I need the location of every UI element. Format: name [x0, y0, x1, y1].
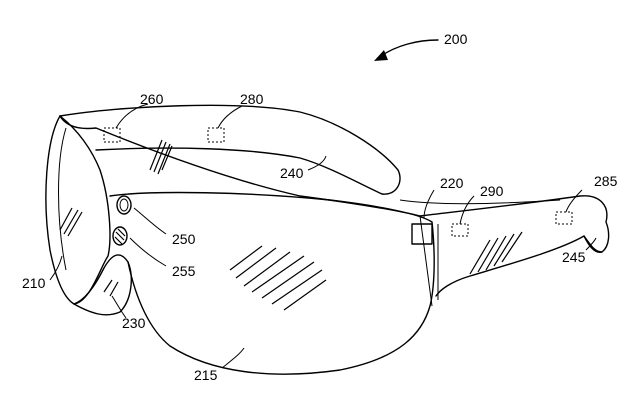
- label-240: 240: [280, 165, 304, 181]
- label-215: 215: [194, 367, 218, 383]
- sensor-290: [452, 224, 468, 236]
- label-260: 260: [140, 91, 164, 107]
- sensor-280: [208, 128, 224, 142]
- label-210: 210: [22, 275, 46, 291]
- label-220: 220: [440, 175, 464, 191]
- left-temple-arm: [60, 105, 400, 194]
- right-temple-arm: [420, 196, 609, 296]
- main-lens: [110, 193, 434, 375]
- sensor-285: [556, 212, 572, 224]
- label-250: 250: [172, 231, 196, 247]
- label-255: 255: [172, 263, 196, 279]
- label-230: 230: [122, 315, 146, 331]
- label-280: 280: [240, 91, 264, 107]
- figure-pointer-arrow: [374, 40, 438, 61]
- label-245: 245: [562, 249, 586, 265]
- label-200: 200: [444, 31, 468, 47]
- nose-bridge: [74, 255, 131, 315]
- label-290: 290: [480, 183, 504, 199]
- label-285: 285: [594, 173, 618, 189]
- frame-top-rim: [60, 116, 420, 216]
